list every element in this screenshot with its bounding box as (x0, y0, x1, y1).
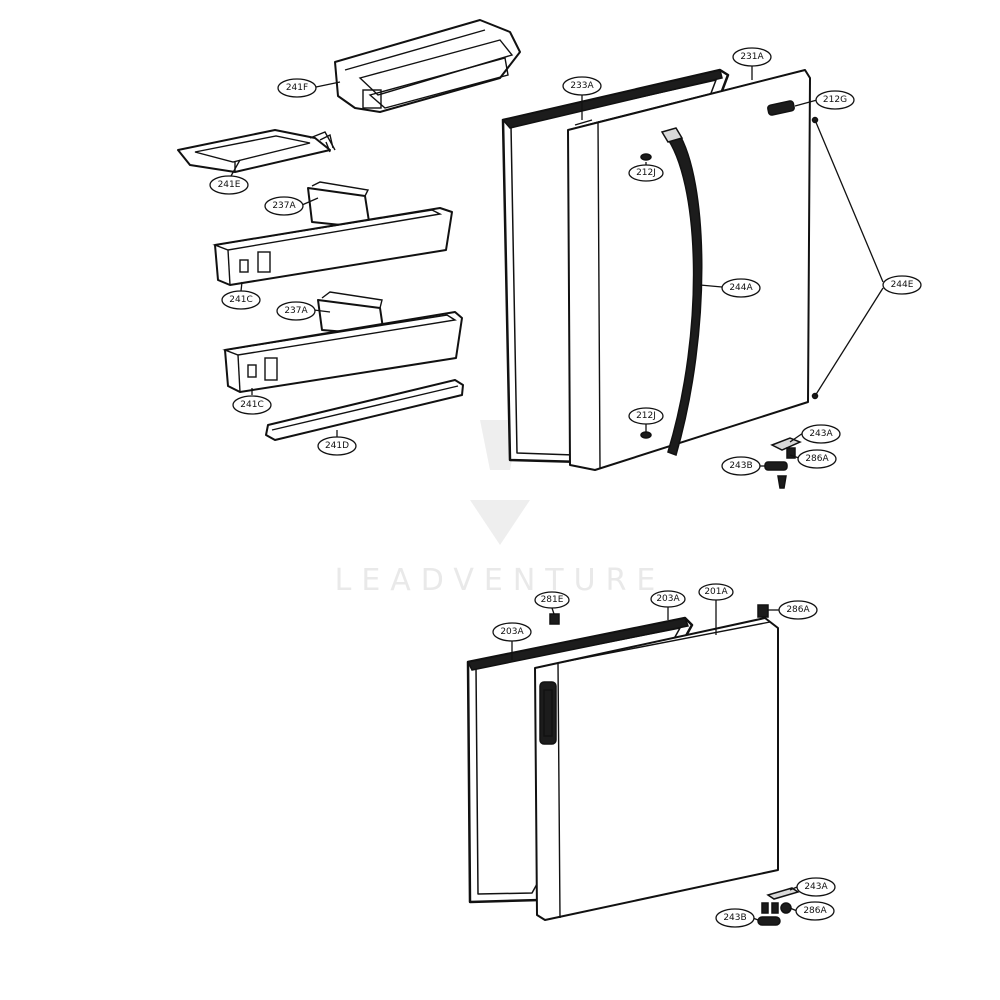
callout-label: 243B (723, 913, 746, 923)
callout-label: 241C (240, 400, 263, 410)
part-door-bin-upper (212, 207, 453, 286)
callout-203a-right: 203A (650, 590, 686, 608)
part-lower-hinge-top (764, 437, 802, 489)
part-small-tray (177, 129, 336, 173)
callout-244a: 244A (721, 278, 761, 298)
watermark: LEADVENTURE (335, 420, 666, 598)
callout-286a-upper: 286A (797, 449, 837, 469)
callout-241c-upper: 241C (221, 290, 261, 310)
callout-label: 212J (636, 168, 656, 178)
part-hinge-cap-top (767, 100, 795, 116)
callout-label: 241E (218, 180, 241, 190)
callout-243a-upper: 243A (801, 424, 841, 444)
callout-label: 233A (570, 81, 594, 91)
part-door-bin-lower (222, 311, 463, 393)
callout-241d: 241D (317, 436, 357, 456)
callout-label: 286A (786, 605, 810, 615)
callout-243b-upper: 243B (721, 456, 761, 476)
callout-label: 237A (284, 306, 308, 316)
callout-231a: 231A (732, 47, 772, 67)
callout-203a-left: 203A (492, 622, 532, 642)
callout-286a-lower: 286A (795, 901, 835, 921)
callout-243a-lower: 243A (796, 877, 836, 897)
callout-label: 241F (286, 83, 308, 93)
callout-label: 212J (636, 411, 656, 421)
part-door-handle (660, 127, 703, 456)
part-screw-212j-upper (640, 153, 652, 161)
callout-label: 244A (729, 283, 753, 293)
callout-201a: 201A (698, 583, 734, 601)
callout-label: 243B (729, 461, 752, 471)
part-screw-212j-lower (640, 431, 652, 439)
callout-244e: 244E (882, 275, 922, 295)
callout-237a-lower: 237A (276, 301, 316, 321)
callout-label: 243A (809, 429, 833, 439)
part-dowel-pins (811, 116, 819, 400)
callout-241c-lower: 241C (232, 395, 272, 415)
callout-label: 201A (704, 587, 728, 597)
callout-label: 212G (823, 95, 847, 105)
part-lower-door-panel (534, 617, 779, 921)
part-281e-plug (549, 613, 560, 625)
part-upper-door-panel (567, 69, 811, 471)
callout-212j-upper: 212J (628, 164, 664, 182)
part-freezer-handle (539, 681, 557, 745)
callout-label: 243A (804, 882, 828, 892)
callout-212g: 212G (815, 90, 855, 110)
callout-label: 286A (805, 454, 829, 464)
leader-lines (230, 66, 884, 921)
callout-label: 231A (740, 52, 764, 62)
part-286a-top-pin (757, 604, 769, 618)
watermark-text: LEADVENTURE (335, 563, 666, 598)
callout-label: 241C (229, 295, 252, 305)
callout-label: 286A (803, 906, 827, 916)
callout-label: 244E (891, 280, 914, 290)
callout-212j-lower: 212J (628, 407, 664, 425)
callout-label: 237A (272, 201, 296, 211)
callout-label: 281E (541, 595, 564, 605)
part-dairy-bin (334, 19, 521, 113)
callout-281e: 281E (534, 591, 570, 609)
part-trim-bar (265, 379, 464, 441)
callout-243b-lower: 243B (715, 908, 755, 928)
callout-label: 203A (500, 627, 524, 637)
watermark-logo-icon (470, 420, 530, 545)
callout-233a: 233A (562, 76, 602, 96)
callout-label: 203A (656, 594, 680, 604)
callout-286a-top-right: 286A (778, 600, 818, 620)
callout-241e: 241E (209, 175, 249, 195)
callout-label: 241D (325, 441, 349, 451)
part-lower-hinge-bottom (757, 887, 800, 926)
callout-237a-upper: 237A (264, 196, 304, 216)
callout-241f: 241F (277, 78, 317, 98)
